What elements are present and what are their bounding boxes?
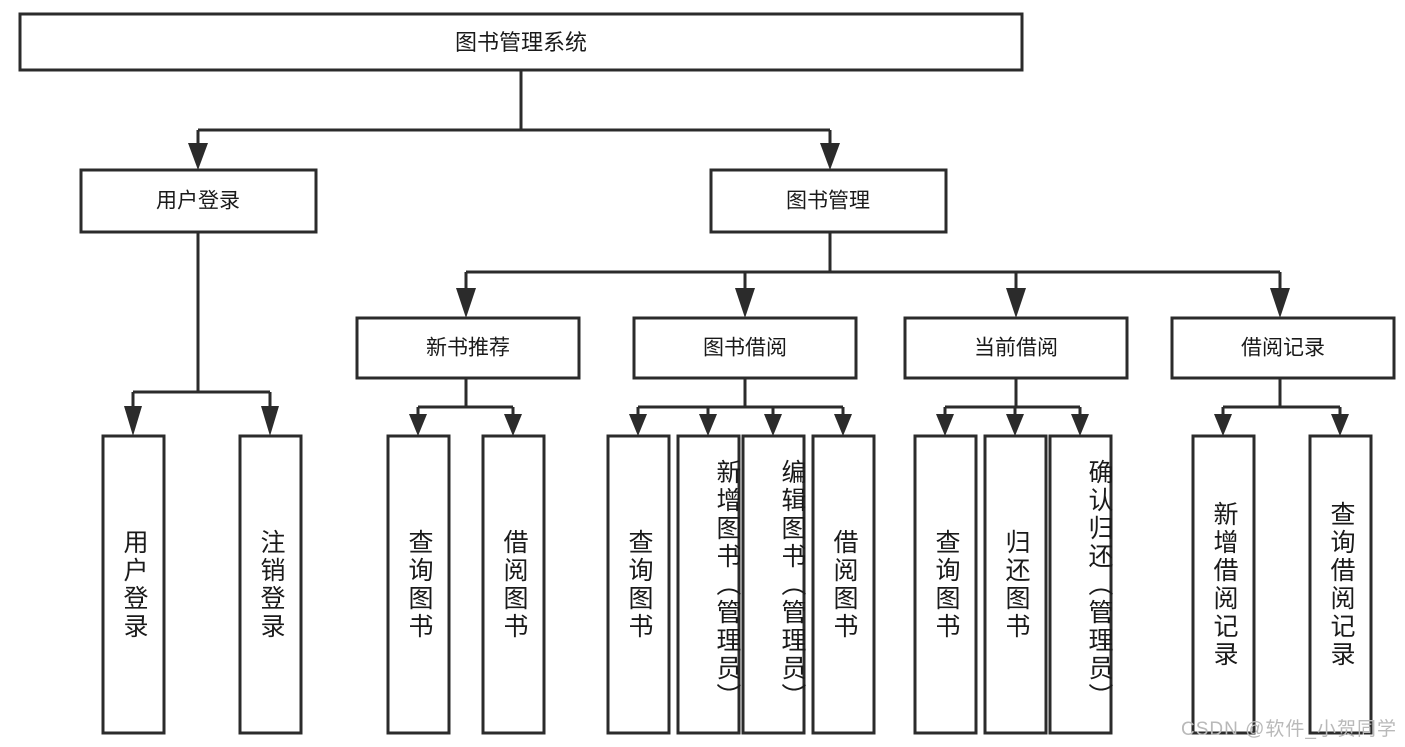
connector-borrowbook-to-leaves bbox=[629, 378, 852, 436]
connector-root-to-level2 bbox=[188, 70, 840, 170]
leaf-box-edit-book[interactable] bbox=[741, 434, 806, 735]
leaf-box-borrow-book-1[interactable] bbox=[481, 434, 546, 735]
node-user-login[interactable]: 用户登录 bbox=[79, 168, 318, 234]
node-user-login-label: 用户登录 bbox=[156, 190, 240, 213]
leaf-box-borrow-book-2[interactable] bbox=[811, 434, 876, 735]
node-new-book-recommend[interactable]: 新书推荐 bbox=[355, 316, 581, 380]
leaf-box-user-login[interactable] bbox=[101, 434, 166, 735]
leaf-box-return-book[interactable] bbox=[983, 434, 1048, 735]
connector-userlogin-to-leaves bbox=[124, 232, 279, 436]
leaf-box-query-book-3[interactable] bbox=[913, 434, 978, 735]
leaf-box-add-book[interactable] bbox=[676, 434, 741, 735]
node-book-management-label: 图书管理 bbox=[786, 190, 870, 213]
leaf-box-query-borrow-record[interactable] bbox=[1308, 434, 1373, 735]
node-book-borrow-label: 图书借阅 bbox=[703, 337, 787, 360]
leaf-box-add-borrow-record[interactable] bbox=[1191, 434, 1256, 735]
leaf-box-logout[interactable] bbox=[238, 434, 303, 735]
watermark: CSDN @软件_小贺同学 bbox=[1181, 719, 1397, 740]
node-book-borrow[interactable]: 图书借阅 bbox=[632, 316, 858, 380]
node-borrow-record[interactable]: 借阅记录 bbox=[1170, 316, 1396, 380]
node-root-label: 图书管理系统 bbox=[455, 30, 587, 55]
connector-currentborrow-to-leaves bbox=[936, 378, 1089, 436]
node-new-book-recommend-label: 新书推荐 bbox=[426, 337, 510, 360]
leaf-box-confirm-return[interactable] bbox=[1048, 434, 1113, 735]
connector-newbook-to-leaves bbox=[409, 378, 522, 436]
connector-borrowrecord-to-leaves bbox=[1214, 378, 1349, 436]
leaf-box-query-book-2[interactable] bbox=[606, 434, 671, 735]
node-borrow-record-label: 借阅记录 bbox=[1241, 337, 1325, 360]
connector-bookmgmt-to-level3 bbox=[456, 232, 1290, 318]
node-book-management[interactable]: 图书管理 bbox=[709, 168, 948, 234]
node-current-borrow-label: 当前借阅 bbox=[974, 337, 1058, 360]
node-root[interactable]: 图书管理系统 bbox=[18, 12, 1024, 72]
leaf-box-query-book-1[interactable] bbox=[386, 434, 451, 735]
node-current-borrow[interactable]: 当前借阅 bbox=[903, 316, 1129, 380]
